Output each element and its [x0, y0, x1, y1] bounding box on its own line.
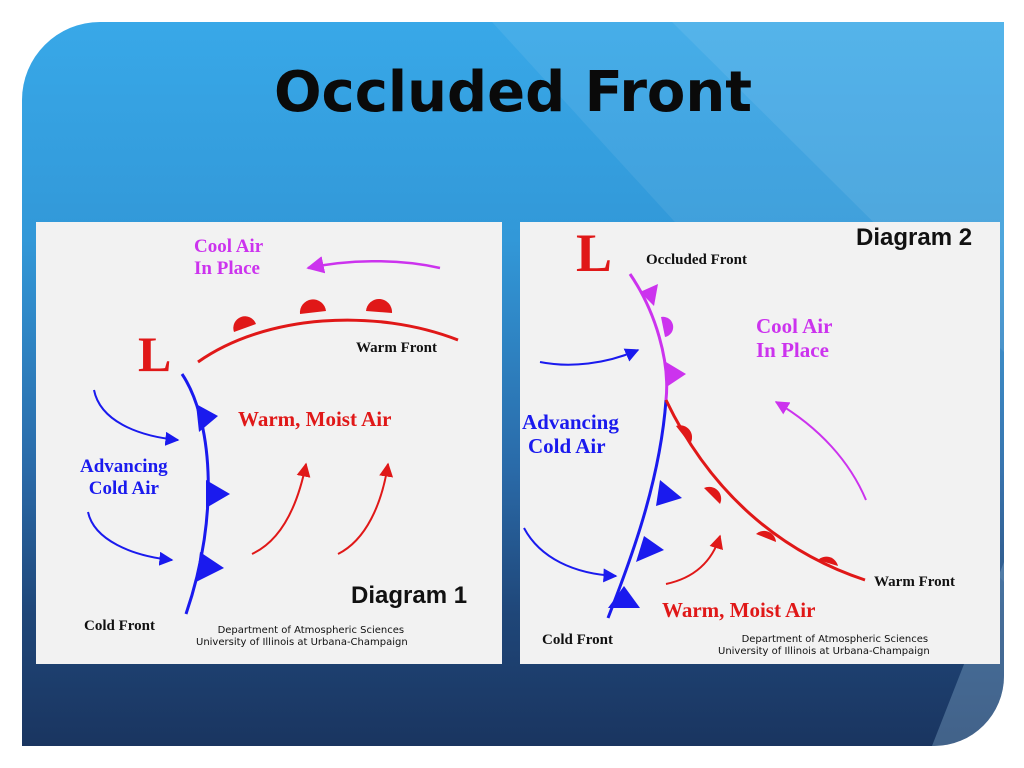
warm-front-label: Warm Front: [356, 340, 437, 356]
cold-front-triangle: [636, 536, 664, 562]
diagram-1-graphic: [87, 256, 459, 615]
credit-line1: Department of Atmospheric Sciences: [741, 634, 929, 645]
credit-line2: University of Illinois at Urbana-Champai…: [196, 636, 408, 648]
warm-front-semicircle: [676, 425, 693, 444]
diagram-2-label: Diagram 2: [856, 224, 973, 251]
cold-front-triangle: [206, 480, 230, 508]
cold-front-triangle: [196, 404, 218, 432]
advancing-cold-air-line2: Cold Air: [88, 477, 159, 499]
credit-line1: Department of Atmospheric Sciences: [217, 625, 405, 636]
warm-front-line: [197, 318, 459, 364]
cold-front-label: Cold Front: [84, 618, 155, 634]
occluded-front-line: [628, 273, 669, 401]
occluded-front-triangle: [666, 362, 686, 386]
advancing-cold-air-line1: Advancing: [80, 456, 168, 477]
advancing-cold-air-line2: Cold Air: [528, 434, 606, 459]
cold-air-arrow: [539, 348, 640, 366]
warm-front-semicircle: [704, 486, 722, 504]
warm-front-line: [664, 399, 866, 582]
occluded-front-semicircle: [661, 316, 674, 337]
diagram-1-panel: Cool Air In Place L Warm Front Warm, Moi…: [36, 222, 502, 664]
cool-air-label-line2: In Place: [756, 338, 829, 363]
warm-air-arrow: [665, 534, 723, 585]
warm-front-semicircle: [299, 299, 326, 314]
warm-moist-air-label: Warm, Moist Air: [238, 407, 392, 431]
warm-front-semicircle: [756, 530, 776, 542]
cold-air-arrow: [523, 527, 618, 583]
cold-front-triangle: [196, 552, 224, 582]
cool-air-label-line2: In Place: [194, 257, 260, 279]
slide-title: Occluded Front: [273, 60, 753, 125]
occluded-front-triangle: [640, 284, 658, 306]
warm-air-arrow: [251, 462, 311, 555]
warm-front-label: Warm Front: [874, 574, 955, 590]
low-pressure-label: L: [576, 223, 613, 283]
cold-front-line: [606, 399, 668, 619]
advancing-cold-air-line1: Advancing: [522, 410, 619, 434]
diagram-2-panel: L Occluded Front Diagram 2 Cool Air In P…: [520, 222, 1000, 664]
diagram-2-graphic: [523, 273, 867, 619]
occluded-front-label: Occluded Front: [646, 252, 747, 268]
warm-front-semicircle: [233, 316, 256, 332]
warm-moist-air-label: Warm, Moist Air: [662, 598, 816, 622]
diagram-1-label: Diagram 1: [351, 582, 468, 609]
cool-air-label-line1: Cool Air: [194, 236, 264, 257]
cold-air-arrow: [87, 511, 174, 566]
cold-front-label: Cold Front: [542, 632, 613, 648]
warm-air-arrow: [337, 462, 394, 555]
cold-front-triangle: [608, 586, 640, 608]
warm-front-semicircle: [818, 556, 838, 566]
warm-front-semicircle: [366, 298, 393, 313]
cool-air-label-line1: Cool Air: [756, 314, 833, 338]
cold-air-arrow: [93, 389, 180, 446]
credit-line2: University of Illinois at Urbana-Champai…: [718, 645, 930, 657]
cold-front-triangle: [656, 480, 682, 506]
cool-air-arrow: [774, 401, 867, 501]
cool-air-arrow: [306, 256, 441, 274]
low-pressure-label: L: [138, 326, 172, 382]
